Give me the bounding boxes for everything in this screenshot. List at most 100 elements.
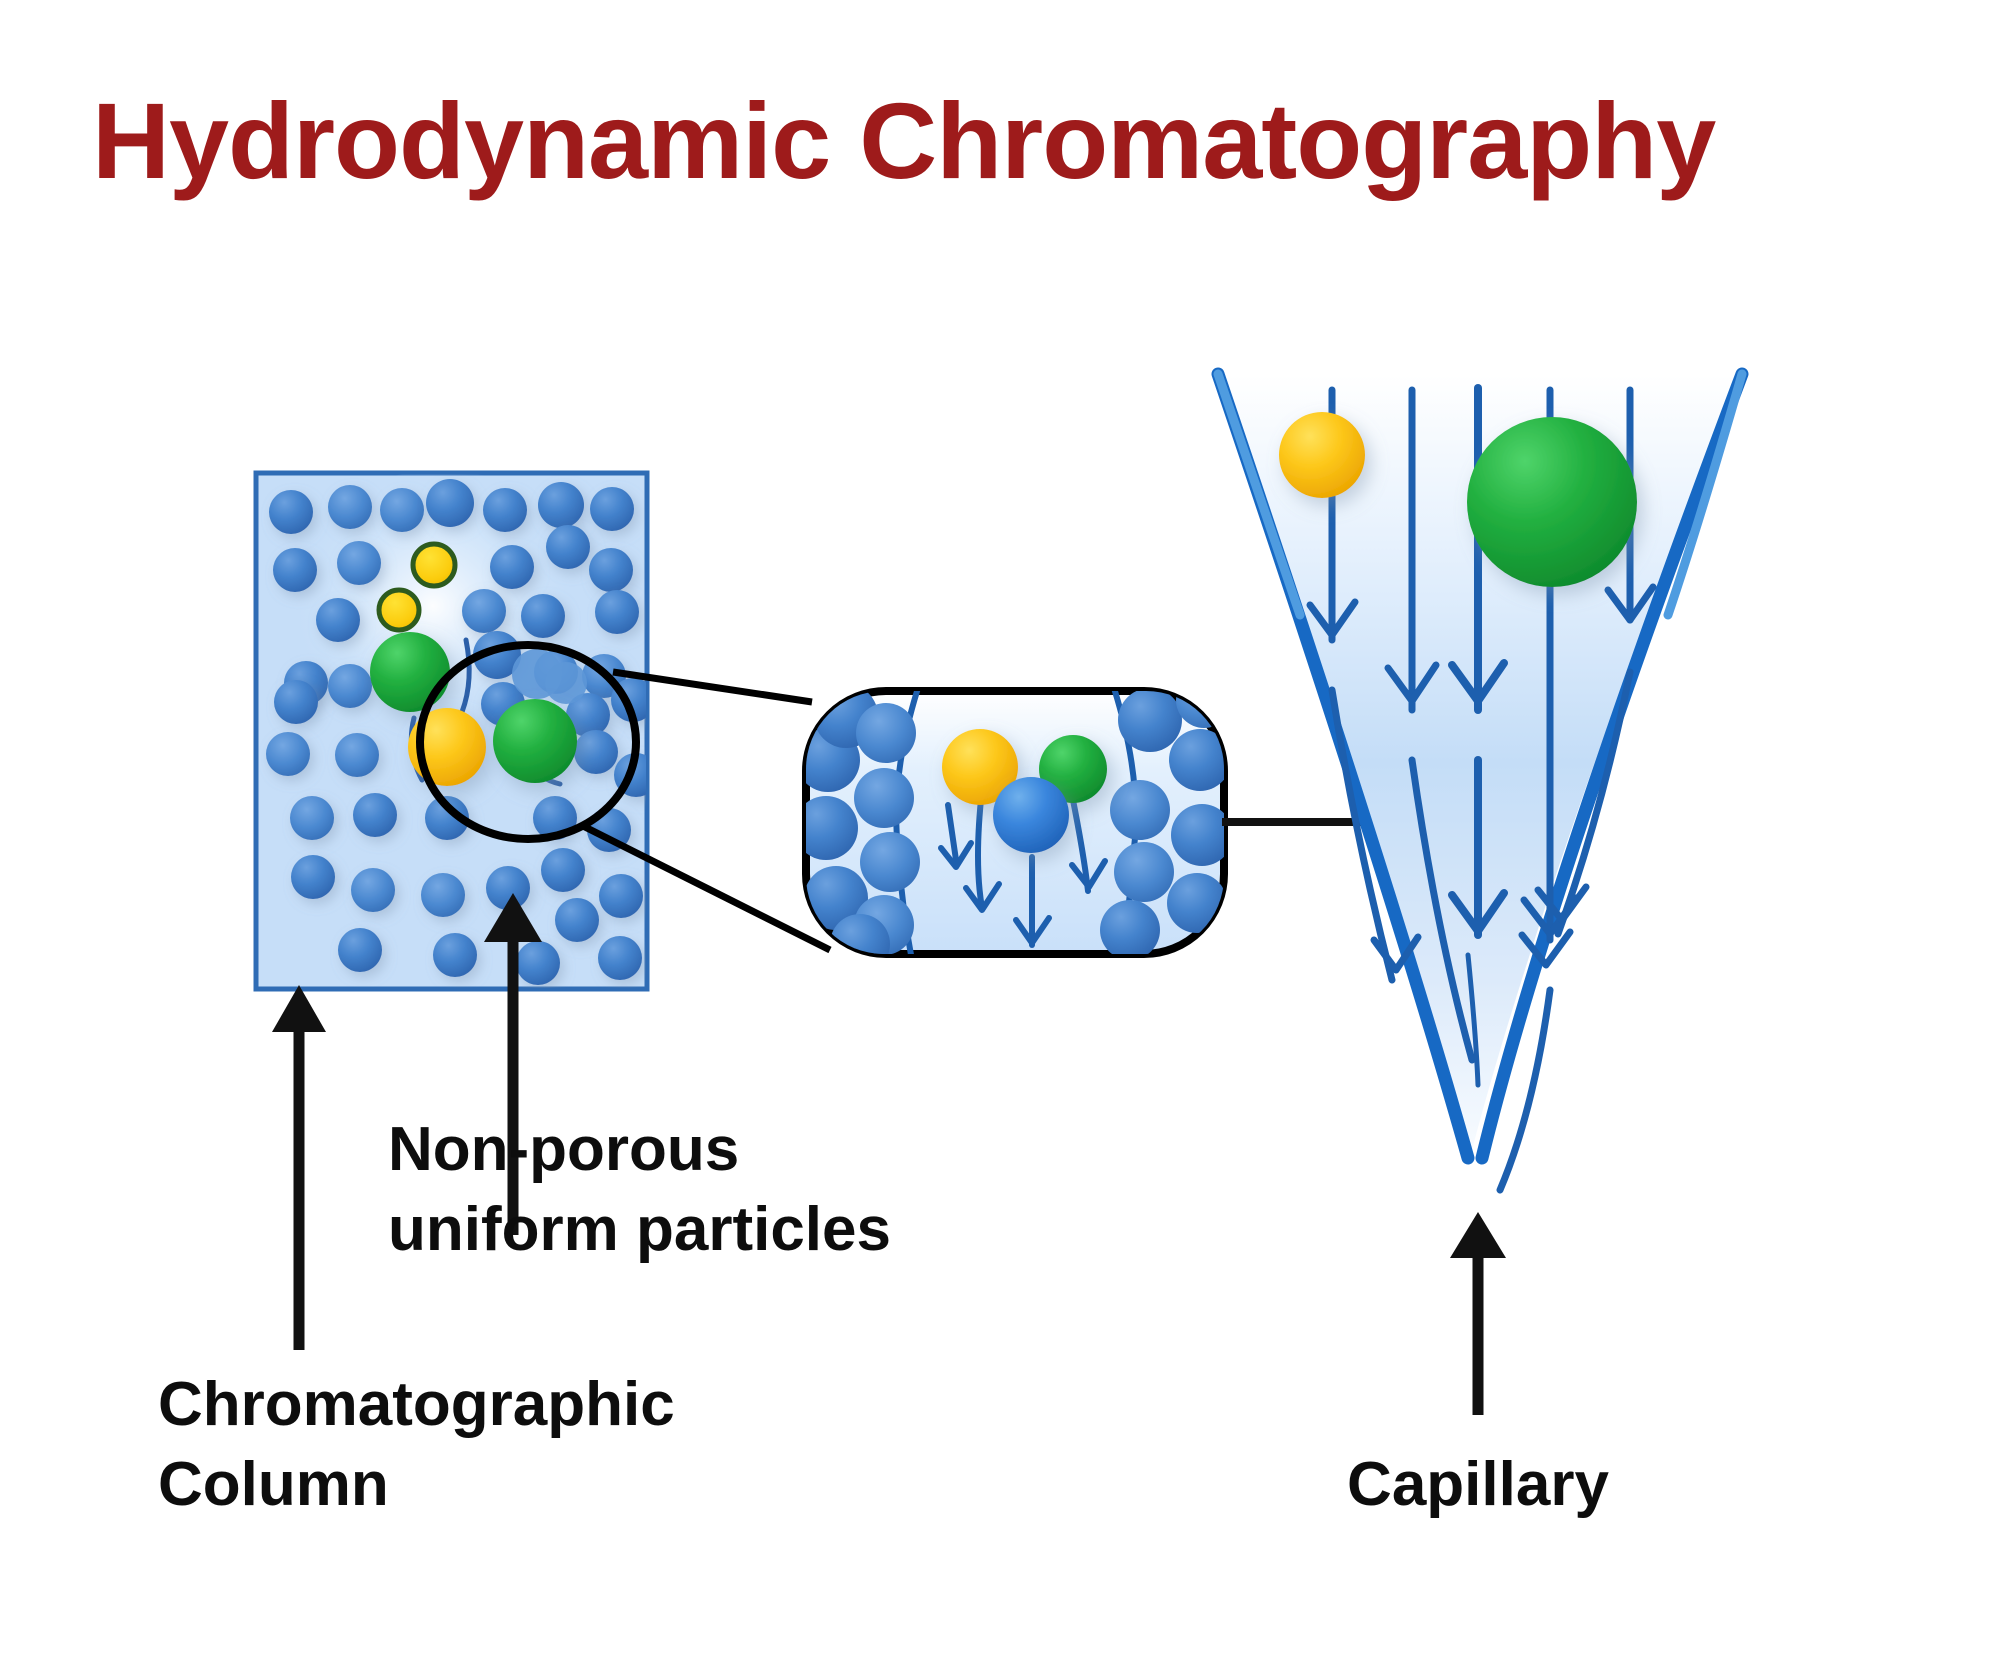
callout-line-bottom xyxy=(581,822,832,954)
analyte-yellow xyxy=(942,729,1018,805)
column-label-arrow xyxy=(272,985,326,1350)
packing-particle xyxy=(353,793,397,837)
analyte-green xyxy=(1039,735,1107,803)
magnifier-ellipse xyxy=(416,641,640,843)
zoomed-inset-panel xyxy=(802,687,1228,958)
packing-particle xyxy=(490,545,534,589)
flow-arrowhead xyxy=(1534,883,1590,924)
column-label-line1: Chromatographic xyxy=(158,1370,675,1439)
packing-particle xyxy=(860,832,920,892)
analyte-yellow-small xyxy=(410,541,458,589)
packing-particle xyxy=(555,898,599,942)
packing-particle xyxy=(545,662,587,704)
packing-particle xyxy=(574,730,618,774)
packing-particle xyxy=(269,490,313,534)
chromatographic-column-panel xyxy=(253,470,832,992)
capillary-label: Capillary xyxy=(1347,1450,1609,1519)
column-streamline xyxy=(459,637,472,715)
packing-particle xyxy=(598,936,642,980)
inset-flow-arrows xyxy=(938,787,1108,948)
packing-particle xyxy=(273,548,317,592)
capillary-analyte-yellow xyxy=(1279,412,1365,498)
flow-arrowhead xyxy=(1384,661,1440,705)
packing-particle xyxy=(425,796,469,840)
flow-arrowhead xyxy=(1013,915,1052,946)
capillary-wall-right xyxy=(1475,367,1749,1165)
packing-particle xyxy=(854,768,914,828)
packing-particle xyxy=(426,479,474,527)
analyte-yellow-small xyxy=(376,587,422,633)
inset-packing-left xyxy=(806,691,920,954)
particles-label: Non-porous uniform particles xyxy=(388,1115,891,1264)
flow-arrowhead xyxy=(1518,928,1574,969)
flow-arrowhead xyxy=(1448,889,1508,935)
packing-particle xyxy=(328,664,372,708)
flow-arrowhead xyxy=(1306,598,1359,639)
flow-line xyxy=(1496,986,1554,1194)
packing-particle xyxy=(1169,729,1224,791)
particles-label-line2: uniform particles xyxy=(388,1195,891,1264)
packing-particle xyxy=(351,868,395,912)
packing-particle xyxy=(328,485,372,529)
packing-particle xyxy=(1110,780,1170,840)
capillary-panel xyxy=(1211,367,1749,1194)
packing-particle xyxy=(589,548,633,592)
capillary-analyte-green xyxy=(1467,417,1637,587)
packing-particle xyxy=(806,866,868,930)
page-title: Hydrodynamic Chromatography xyxy=(92,80,1716,201)
packing-particle xyxy=(516,941,560,985)
flow-arrowhead xyxy=(1448,659,1508,705)
packing-particle xyxy=(1100,900,1160,954)
column-label-line2: Column xyxy=(158,1450,389,1519)
column-label: Chromatographic Column xyxy=(158,1370,675,1519)
analyte-green-large xyxy=(493,699,577,783)
packing-particle xyxy=(462,589,506,633)
packing-particle xyxy=(486,866,530,910)
packing-particle xyxy=(590,487,634,531)
packing-particle xyxy=(291,855,335,899)
packing-particle xyxy=(830,914,890,954)
packing-particle xyxy=(595,590,639,634)
flow-line xyxy=(1328,686,1396,984)
packing-particle xyxy=(521,594,565,638)
capillary-wall-left-highlight xyxy=(1213,369,1305,620)
packing-particle xyxy=(599,874,643,918)
packing-particle xyxy=(380,488,424,532)
packing-particle xyxy=(1114,842,1174,902)
packing-particle xyxy=(1118,691,1182,752)
packing-particle xyxy=(274,680,318,724)
flow-line xyxy=(1408,756,1476,1064)
packing-particle xyxy=(266,732,310,776)
capillary-wall-right-highlight xyxy=(1663,369,1747,620)
analyte-blue xyxy=(993,777,1069,853)
packing-particle xyxy=(337,541,381,585)
capillary-flow-lines xyxy=(1306,384,1657,1194)
packing-particle xyxy=(538,482,584,528)
packing-particle xyxy=(316,598,360,642)
particles-label-arrow xyxy=(484,893,542,1235)
packing-particle xyxy=(335,733,379,777)
callout-line-top xyxy=(612,668,813,706)
packing-particle xyxy=(290,796,334,840)
arrow-head xyxy=(1450,1212,1506,1258)
flow-arrowhead xyxy=(1370,933,1422,974)
arrow-head xyxy=(272,985,326,1032)
capillary-label-line1: Capillary xyxy=(1347,1450,1609,1519)
flow-line xyxy=(1465,952,1481,1088)
flow-line xyxy=(1554,668,1634,938)
packing-particle xyxy=(546,525,590,569)
flow-arrowhead xyxy=(1604,583,1657,624)
capillary-label-arrow xyxy=(1450,1212,1506,1415)
packing-particle xyxy=(856,703,916,763)
packing-particle xyxy=(806,796,858,860)
packing-particle xyxy=(338,928,382,972)
analyte-green-large xyxy=(370,632,450,712)
packing-particle xyxy=(541,848,585,892)
magnifier-callout xyxy=(416,641,832,954)
packing-particle xyxy=(421,873,465,917)
flow-arrowhead xyxy=(1069,858,1108,890)
packing-particles-group xyxy=(266,479,646,985)
arrow-head xyxy=(484,893,542,942)
packing-particle xyxy=(566,693,610,737)
